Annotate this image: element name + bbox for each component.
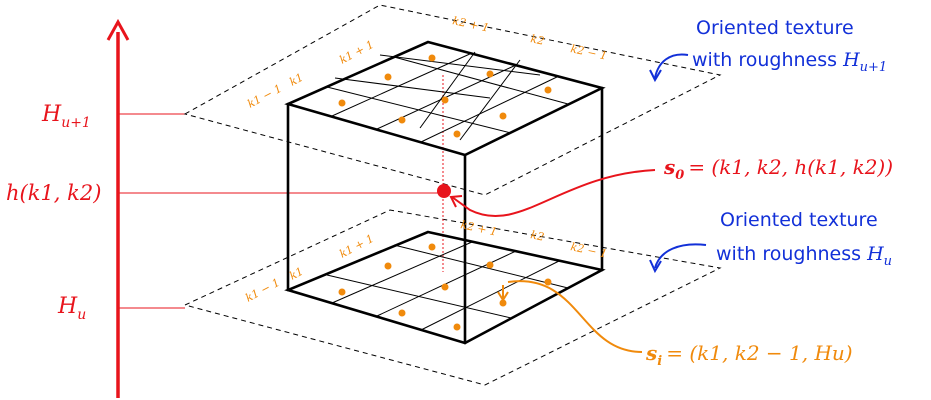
level-label-hu1: Hu+1 xyxy=(41,102,91,131)
bottom-plane-annotation-line1: Oriented texture xyxy=(720,209,878,231)
bottom-plane-outline xyxy=(183,209,722,386)
top-right-label-2: k2 − 1 xyxy=(569,42,608,62)
top-face-dots xyxy=(338,54,552,138)
si-label: si= (k1, k2 − 1, Hu) xyxy=(645,341,853,369)
si-small-arrowhead xyxy=(497,291,509,302)
vertical-axis-arrowhead xyxy=(106,18,130,41)
top-blue-arrow xyxy=(654,53,689,79)
point-s0 xyxy=(437,184,451,198)
top-left-label-0: k1 − 1 xyxy=(245,82,284,111)
bottom-left-label-1: k1 xyxy=(287,265,305,283)
top-plane-annotation-line2: with roughness Hu+1 xyxy=(692,49,887,75)
top-left-label-2: k1 + 1 xyxy=(337,38,376,67)
top-blue-arrowhead xyxy=(649,69,662,83)
bottom-left-label-0: k1 − 1 xyxy=(243,276,282,305)
top-right-label-1: k2 xyxy=(529,32,545,48)
bottom-right-label-1: k2 xyxy=(529,228,545,244)
bottom-face-dots xyxy=(338,243,552,331)
top-face-grid xyxy=(334,51,541,141)
bottom-blue-arrow xyxy=(654,243,707,269)
bottom-plane-left-labels: k1 − 1 k1 k1 + 1 xyxy=(243,232,376,305)
bottom-plane-annotation-line2: with roughness Hu xyxy=(716,243,892,269)
cube-bottom-face xyxy=(284,230,606,345)
si-connector-curve xyxy=(507,280,643,353)
top-left-label-1: k1 xyxy=(287,71,305,89)
top-right-label-0: k2 + 1 xyxy=(451,14,490,34)
top-plane-outline xyxy=(183,4,722,196)
bottom-face-inner-lines xyxy=(326,241,569,331)
s0-connector-arrowhead xyxy=(449,195,463,208)
top-face-inner-lines xyxy=(326,52,569,143)
level-label-hu: Hu xyxy=(57,294,86,323)
bottom-blue-arrowhead xyxy=(649,259,662,274)
level-label-h: h(k1, k2) xyxy=(6,181,101,205)
s0-connector-curve xyxy=(451,169,656,217)
top-plane-annotation-line1: Oriented texture xyxy=(696,17,854,39)
s0-label: s0= (k1, k2, h(k1, k2)) xyxy=(663,155,893,183)
